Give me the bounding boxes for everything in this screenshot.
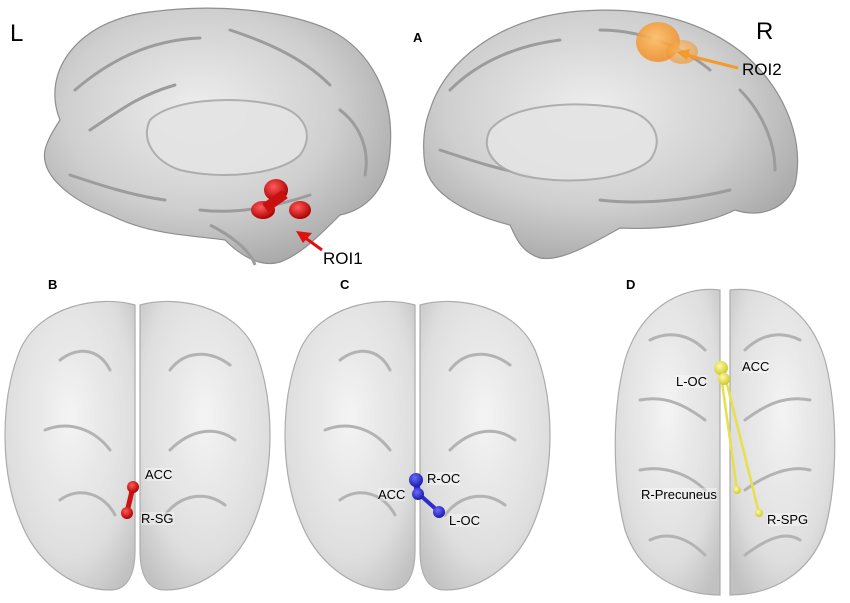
node-r-sg-b <box>121 507 133 519</box>
panel-d-label: D <box>626 277 636 292</box>
node-label-acc-c: ACC <box>378 487 406 502</box>
roi2-arrow <box>676 49 739 70</box>
node-label-acc-d: ACC <box>742 359 770 374</box>
node-l-oc-d <box>714 361 728 375</box>
roi2-label: ROI2 <box>742 60 782 79</box>
brain-coronal-b <box>4 300 271 591</box>
node-acc-d <box>718 373 730 385</box>
roi1-marker <box>251 179 311 219</box>
brain-coronal-c <box>284 300 551 591</box>
node-r-oc-c <box>409 473 423 487</box>
node-label-r-precuneus-d: R-Precuneus <box>641 487 717 502</box>
panel-c-label: C <box>340 277 350 292</box>
brain-right-medial <box>423 9 799 260</box>
node-label-r-spg-d: R-SPG <box>767 512 809 527</box>
left-hemisphere-label: L <box>10 20 24 47</box>
node-acc-c <box>412 488 424 500</box>
node-label-acc-b: ACC <box>145 467 173 482</box>
node-label-r-oc-c: R-OC <box>427 471 461 486</box>
brain-left-medial <box>43 7 392 266</box>
node-r-precuneus-d <box>733 486 741 494</box>
node-label-l-oc-d: L-OC <box>676 374 708 389</box>
node-acc-b <box>127 481 139 493</box>
right-hemisphere-label: R <box>756 18 774 45</box>
node-label-l-oc-c: L-OC <box>449 513 481 528</box>
panel-c-connections <box>409 473 445 518</box>
node-l-oc-c <box>433 506 445 518</box>
node-r-spg-d <box>755 509 763 517</box>
roi1-arrow <box>296 231 323 252</box>
panel-b-connections <box>121 481 139 519</box>
panel-d-connections <box>714 361 763 517</box>
roi1-label: ROI1 <box>323 249 363 268</box>
panel-b-label: B <box>48 277 58 292</box>
panel-a-label: A <box>413 30 423 45</box>
brain-axial-d <box>614 288 836 596</box>
node-label-r-sg-b: R-SG <box>141 511 174 526</box>
